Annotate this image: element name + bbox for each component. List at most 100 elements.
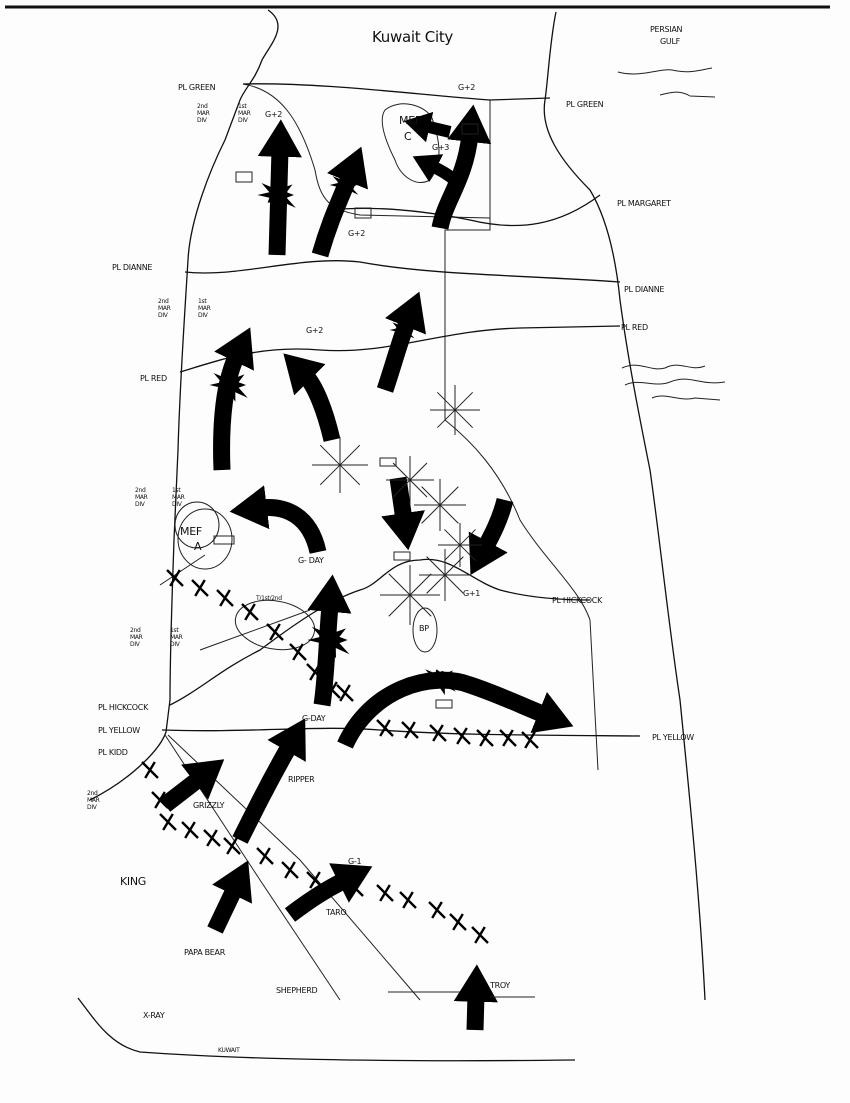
obstacle-x-icon <box>376 884 394 902</box>
contact-burst-icon <box>307 626 350 659</box>
phase-lines <box>159 83 641 737</box>
unit-tag-label: T/1st/2nd <box>255 595 282 602</box>
arrow-east-sweep <box>337 671 574 749</box>
timing-label: G-1 <box>348 857 361 866</box>
obstacle-x-icon <box>223 837 241 855</box>
obstacle-x-icon <box>141 761 159 779</box>
mef-c-label: C <box>404 130 412 143</box>
pl-dianne-label: PL DIANNE <box>624 285 664 294</box>
air-strike-icon <box>386 456 434 504</box>
division-label: MAR <box>172 494 185 501</box>
boundaries <box>77 9 706 1062</box>
arrow-center-north <box>283 353 341 442</box>
air-strike-icon <box>312 437 368 493</box>
pl-hickcock <box>169 558 591 706</box>
division-label: DIV <box>87 804 98 811</box>
timing-label: G+1 <box>463 589 480 598</box>
pl-red-label: PL RED <box>140 374 167 383</box>
lane-troy-label: TROY <box>489 981 510 990</box>
kuwait-border <box>77 997 576 1062</box>
obstacle-x-icon <box>306 871 324 889</box>
obstacle-x-icon <box>323 681 341 699</box>
obstacle-x-icon <box>346 879 364 897</box>
contact-burst-icon <box>389 322 415 341</box>
arrow-mef-a-hook <box>229 485 327 555</box>
division-label: 1st <box>238 103 247 110</box>
mef-a-boundary <box>177 508 233 570</box>
obstacle-x-icon <box>399 891 417 909</box>
obstacle-x-icon <box>216 589 234 607</box>
timing-label: G+2 <box>348 229 365 238</box>
lane-taro-label: TARO <box>325 908 346 917</box>
bp-label: BP <box>419 624 429 633</box>
division-label: DIV <box>238 117 249 124</box>
contact-bursts <box>209 176 456 696</box>
arrow-taro <box>284 863 373 922</box>
unit-symbol-hq <box>461 123 479 135</box>
arrow-mef-c-west <box>412 154 465 190</box>
division-label: MAR <box>158 305 171 312</box>
mef-c-label: MEF <box>399 114 421 127</box>
obstacle-x-icon <box>476 729 494 747</box>
division-label: DIV <box>158 312 169 319</box>
air-strike-icon <box>430 385 480 435</box>
water-waves <box>617 67 726 401</box>
obstacle-belts <box>141 569 539 944</box>
pl-yellow <box>161 727 641 737</box>
division-label: 1st <box>170 627 179 634</box>
division-label: 2nd <box>135 487 146 494</box>
coastline <box>543 11 706 1001</box>
bp-ellipse <box>412 607 438 653</box>
air-strike-icon <box>419 549 471 601</box>
pl-kidd-label: PL KIDD <box>98 748 128 757</box>
timing-label: G+3 <box>432 143 449 152</box>
mef-a-label: A <box>194 540 202 553</box>
timing-label: G-DAY <box>302 714 326 723</box>
obstacle-x-icon <box>401 721 419 739</box>
mef-a-label: MEF <box>180 525 202 538</box>
country-label: KUWAIT <box>218 1047 240 1054</box>
division-label: 1st <box>198 298 207 305</box>
division-label: DIV <box>170 641 181 648</box>
division-label: MAR <box>130 634 143 641</box>
obstacle-x-icon <box>471 926 489 944</box>
division-label: 2nd <box>197 103 208 110</box>
lane-shepherd-label: SHEPHERD <box>276 986 318 995</box>
water-label-2: GULF <box>660 37 681 46</box>
obstacle-x-icon <box>281 861 299 879</box>
timing-label: G+2 <box>306 326 323 335</box>
unit-symbol-hq <box>393 551 411 561</box>
division-label: DIV <box>197 117 208 124</box>
unit-symbol-armor <box>354 207 372 219</box>
pl-yellow-label: PL YELLOW <box>652 733 694 742</box>
pl-green <box>242 83 551 101</box>
lane-grizzly-label: GRIZZLY <box>193 801 225 810</box>
obstacle-x-icon <box>336 684 354 702</box>
arrow-hickcock-north <box>307 574 352 707</box>
contact-burst-icon <box>421 669 456 696</box>
timing-label: G- DAY <box>298 556 324 565</box>
air-strike-icon <box>414 479 466 531</box>
lane-ripper-label: RIPPER <box>288 775 315 784</box>
obstacle-x-icon <box>191 579 209 597</box>
division-label: 2nd <box>130 627 141 634</box>
mef-a-circle <box>174 501 220 549</box>
arrow-grizzly <box>159 759 225 812</box>
obstacle-x-icon <box>159 813 177 831</box>
arrow-west-north <box>213 327 254 471</box>
pl-green-label: PL GREEN <box>178 83 216 92</box>
obstacle-x-icon <box>203 829 221 847</box>
obstacle-x-icon <box>521 731 539 749</box>
air-strike-symbols <box>312 385 482 625</box>
pl-dianne <box>184 260 621 283</box>
obstacle-x-icon <box>449 913 467 931</box>
mef-a-leader <box>159 554 206 586</box>
division-label: MAR <box>135 494 148 501</box>
unit-area-ellipse <box>234 599 316 651</box>
arrow-east-southwest <box>468 497 514 575</box>
obstacle-x-icon <box>428 901 446 919</box>
obstacle-x-icon <box>241 603 259 621</box>
western-sector-boundary <box>89 9 279 801</box>
pl-margaret-label: PL MARGARET <box>617 199 671 208</box>
